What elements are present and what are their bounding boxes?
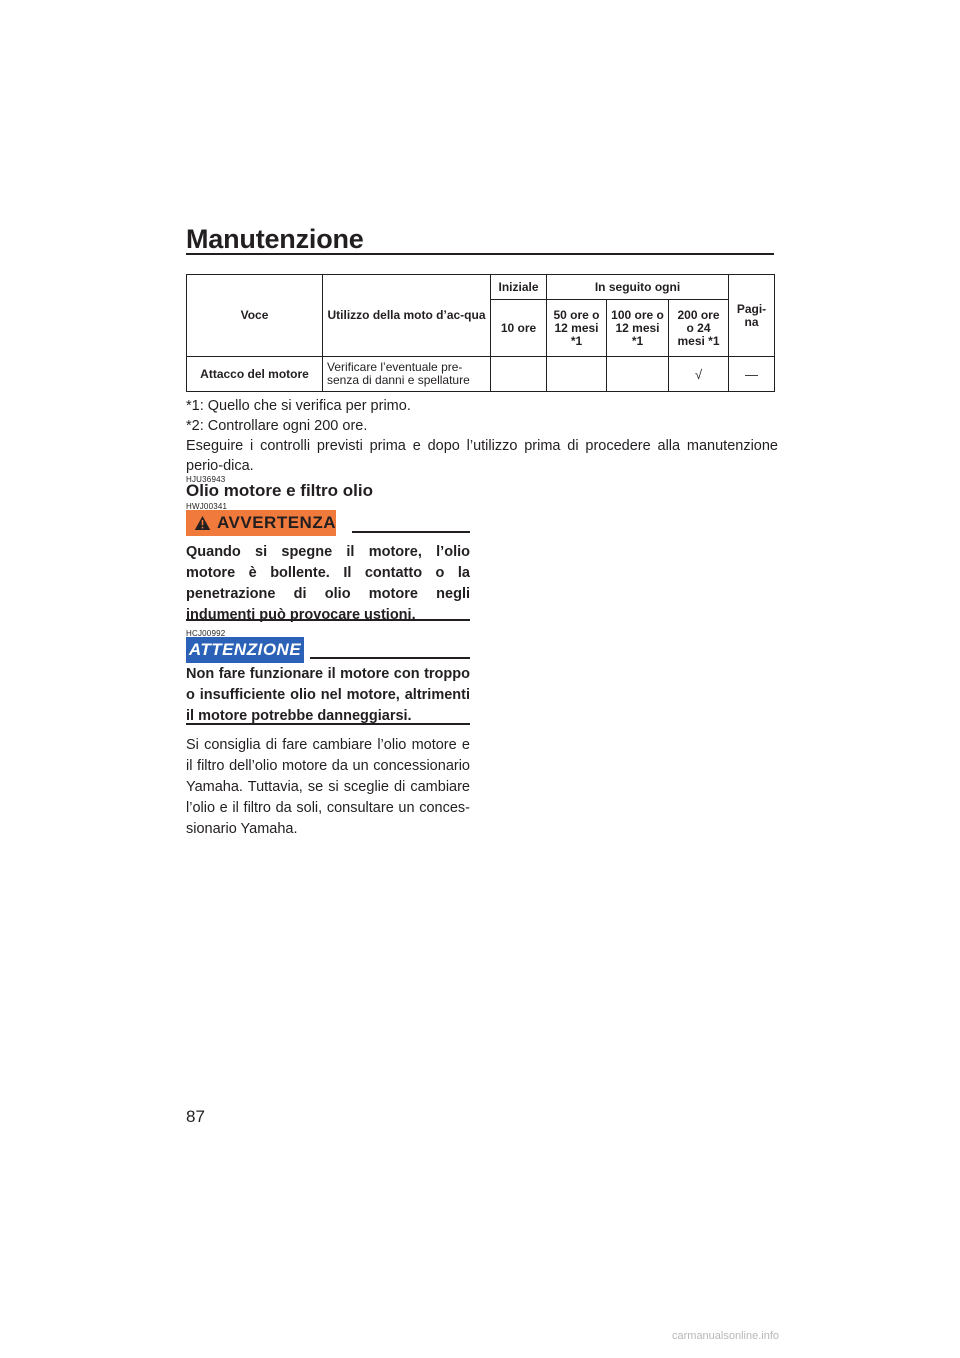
row-50h (546, 356, 607, 392)
warning-text: Quando si spegne il motore, l’olio motor… (186, 544, 470, 623)
caution-code: HCJ00992 (186, 629, 226, 638)
section-title: Olio motore e filtro olio (186, 481, 373, 500)
warning-rule-bottom (186, 619, 470, 621)
watermark: carmanualsonline.info (672, 1330, 780, 1342)
header-page: Pagi-na (728, 274, 776, 357)
table-row: Attacco del motore Verificare l’eventual… (186, 356, 776, 392)
footnote-1: *1: Quello che si verifica per primo. (186, 398, 411, 414)
row-item: Attacco del motore (186, 356, 323, 392)
page-title: Manutenzione (186, 224, 364, 254)
header-usage: Utilizzo della moto d’ac-qua (322, 274, 491, 357)
caution-rule-bottom (186, 723, 470, 725)
caution-label: ATTENZIONE (188, 640, 302, 659)
row-200h: √ (667, 356, 730, 392)
header-200h: 200 ore o 24 mesi *1 (667, 299, 730, 357)
warning-badge: AVVERTENZA (186, 510, 336, 536)
body-paragraph: Si consiglia di fare cambiare l’olio mot… (186, 737, 470, 837)
row-100h (606, 356, 669, 392)
header-thereafter: In seguito ogni (545, 274, 730, 300)
header-item: Voce (186, 274, 323, 357)
row-10h (490, 356, 547, 392)
header-initial: Iniziale (490, 274, 547, 300)
caution-badge: ATTENZIONE (186, 637, 304, 663)
row-usage: Verificare l’eventuale pre-senza di dann… (322, 356, 491, 392)
page-number: 87 (186, 1107, 205, 1126)
header-10h: 10 ore (490, 299, 547, 357)
section-code: HJU36943 (186, 475, 226, 484)
maintenance-table: Voce Utilizzo della moto d’ac-qua Inizia… (186, 274, 776, 392)
header-50h: 50 ore o 12 mesi *1 (546, 299, 607, 357)
warning-label: AVVERTENZA (217, 513, 336, 532)
footnote-2: *2: Controllare ogni 200 ore. (186, 418, 368, 434)
title-rule (186, 253, 774, 255)
caution-rule-top (310, 657, 470, 659)
warning-triangle-icon (194, 516, 211, 530)
row-page: — (728, 356, 776, 392)
table-header-row: Voce Utilizzo della moto d’ac-qua Inizia… (186, 274, 776, 357)
caution-text: Non fare funzionare il motore con troppo… (186, 666, 470, 724)
header-100h: 100 ore o 12 mesi *1 (606, 299, 669, 357)
warning-code: HWJ00341 (186, 502, 228, 511)
warning-rule-top (352, 531, 470, 533)
intro-paragraph: Eseguire i controlli previsti prima e do… (186, 438, 778, 474)
